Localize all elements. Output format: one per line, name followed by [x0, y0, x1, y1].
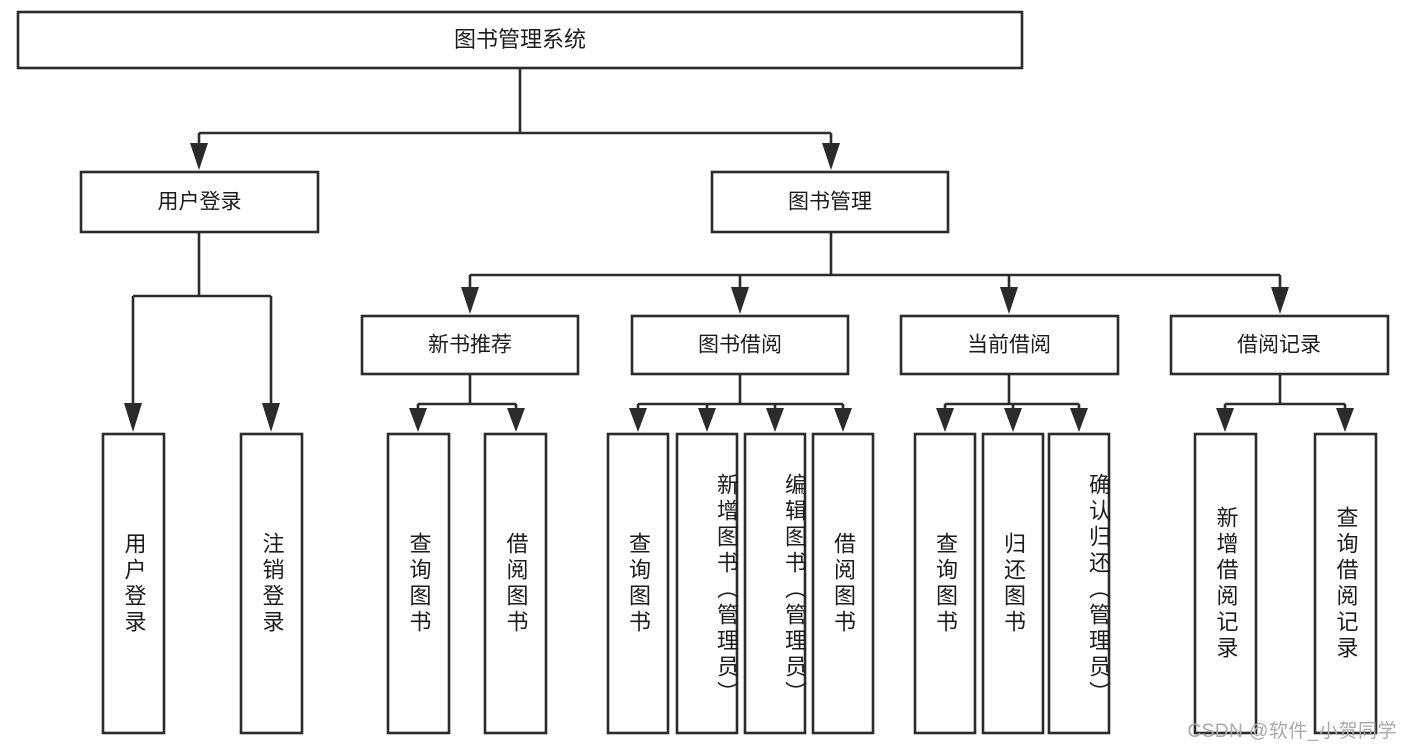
- leaf-box-user-login[interactable]: [101, 432, 166, 735]
- node-root-label: 图书管理系统: [454, 27, 586, 52]
- leaf-box-add-record[interactable]: [1193, 432, 1258, 735]
- connector-group-borrow-record: [1216, 374, 1354, 432]
- node-root[interactable]: 图书管理系统: [16, 10, 1024, 70]
- connector-group-book-manage: [461, 232, 1289, 314]
- arrow-head-icon: [1336, 408, 1354, 432]
- arrow-head-icon: [936, 408, 954, 432]
- leaf-box-return-book[interactable]: [981, 432, 1045, 735]
- leaf-box-edit-book[interactable]: [743, 432, 807, 735]
- arrow-head-icon: [766, 408, 784, 432]
- node-book-borrow[interactable]: 图书借阅: [630, 314, 850, 376]
- node-user-login-label: 用户登录: [158, 191, 242, 214]
- leaf-box-confirm-return[interactable]: [1047, 432, 1111, 735]
- connector-group-user-login: [124, 232, 280, 432]
- arrow-head-icon: [822, 143, 840, 170]
- node-borrow-record[interactable]: 借阅记录: [1169, 314, 1390, 376]
- leaf-boxes: [101, 432, 1378, 735]
- node-new-book-recommend-label: 新书推荐: [428, 334, 512, 357]
- node-borrow-record-box[interactable]: [1169, 314, 1390, 376]
- arrow-head-icon: [507, 408, 525, 432]
- node-current-borrow-label: 当前借阅: [967, 334, 1051, 357]
- arrow-head-icon: [190, 143, 208, 170]
- connector-group-current-borrow: [936, 374, 1088, 432]
- arrow-head-icon: [1271, 287, 1289, 314]
- leaf-box-logout-login[interactable]: [239, 432, 304, 735]
- arrow-head-icon: [1216, 408, 1234, 432]
- node-new-book-recommend[interactable]: 新书推荐: [360, 314, 580, 376]
- node-book-manage[interactable]: 图书管理: [710, 170, 950, 234]
- arrow-head-icon: [409, 408, 427, 432]
- arrow-head-icon: [629, 408, 647, 432]
- node-new-book-recommend-box[interactable]: [360, 314, 580, 376]
- connector-group-root: [190, 68, 840, 170]
- node-book-manage-label: 图书管理: [788, 191, 872, 214]
- node-book-borrow-box[interactable]: [630, 314, 850, 376]
- node-borrow-record-label: 借阅记录: [1237, 334, 1321, 357]
- leaf-box-query-book-2[interactable]: [606, 432, 670, 735]
- leaf-box-add-book[interactable]: [675, 432, 739, 735]
- node-user-login[interactable]: 用户登录: [79, 170, 320, 234]
- leaf-box-query-record[interactable]: [1313, 432, 1378, 735]
- arrow-head-icon: [834, 408, 852, 432]
- arrow-head-icon: [1004, 408, 1022, 432]
- connector-group-new-book-recommend: [409, 374, 525, 432]
- node-current-borrow-box[interactable]: [899, 314, 1120, 376]
- leaf-box-borrow-book-1[interactable]: [483, 432, 548, 735]
- arrow-head-icon: [124, 403, 142, 432]
- leaf-box-borrow-book-2[interactable]: [811, 432, 875, 735]
- node-book-borrow-label: 图书借阅: [698, 334, 782, 357]
- arrow-head-icon: [731, 287, 749, 314]
- node-user-login-box[interactable]: [79, 170, 320, 234]
- node-book-manage-box[interactable]: [710, 170, 950, 234]
- leaf-box-query-book-1[interactable]: [386, 432, 451, 735]
- arrow-head-icon: [262, 403, 280, 432]
- csdn-watermark: CSDN @软件_小贺同学: [1187, 721, 1397, 742]
- leaf-box-query-book-3[interactable]: [913, 432, 977, 735]
- node-current-borrow[interactable]: 当前借阅: [899, 314, 1120, 376]
- arrow-head-icon: [1070, 408, 1088, 432]
- node-root-box[interactable]: [16, 10, 1024, 70]
- arrow-head-icon: [1000, 287, 1018, 314]
- arrow-head-icon: [698, 408, 716, 432]
- arrow-head-icon: [461, 287, 479, 314]
- connector-group-book-borrow: [629, 374, 852, 432]
